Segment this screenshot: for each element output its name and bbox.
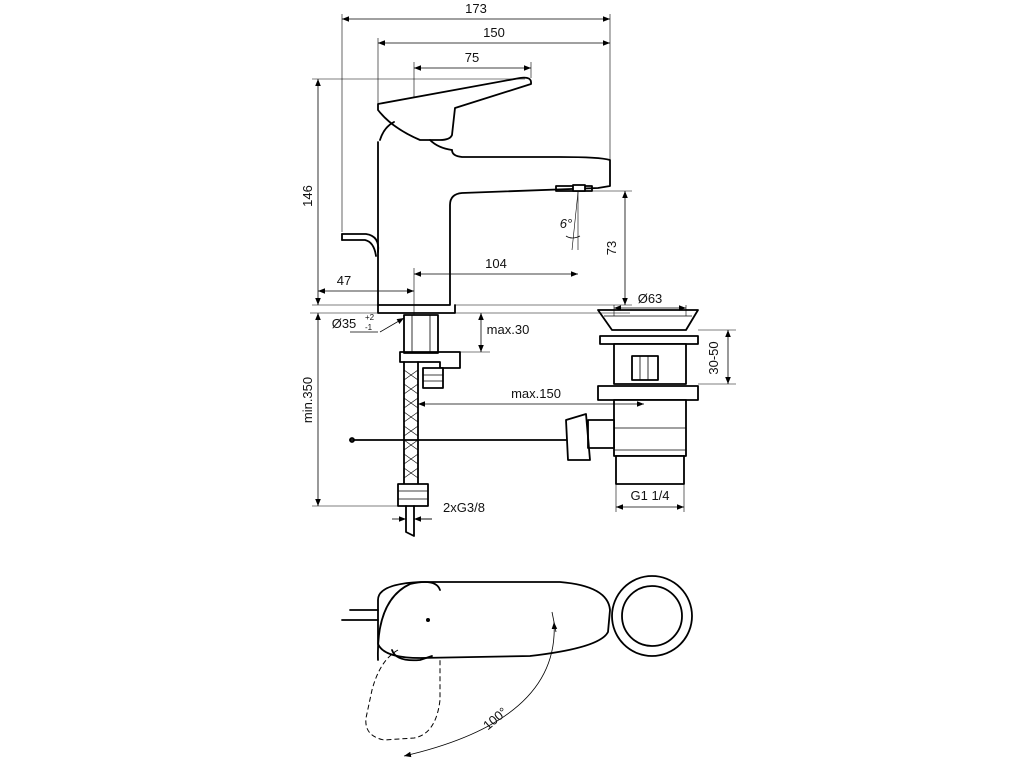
dim-30-50: 30-50 (706, 341, 721, 374)
dim-47: 47 (337, 273, 351, 288)
dim-g1-1-4: G1 1/4 (630, 488, 669, 503)
dim-75: 75 (465, 50, 479, 65)
dim-max-150: max.150 (511, 386, 561, 401)
dim-100-deg: 100° (480, 704, 510, 733)
dim-min-350: min.350 (300, 377, 315, 423)
supply-hoses (397, 314, 461, 537)
dim-104: 104 (485, 256, 507, 271)
dim-35-tol-minus: -1 (365, 323, 373, 332)
dim-max-30: max.30 (487, 322, 530, 337)
dim-diameter-63: Ø63 (638, 291, 663, 306)
dim-150: 150 (483, 25, 505, 40)
pop-up-waste (349, 305, 699, 485)
dim-2xg3-8: 2xG3/8 (443, 500, 485, 515)
dim-173: 173 (465, 1, 487, 16)
faucet-top-view (341, 575, 693, 758)
dim-6-deg: 6° (560, 216, 572, 231)
dimension-lines-lower (312, 305, 736, 522)
dim-73: 73 (604, 241, 619, 255)
dim-35-tol-plus: +2 (365, 313, 375, 322)
dim-diameter-35: Ø35 (332, 316, 357, 331)
dim-146: 146 (300, 185, 315, 207)
dimension-lines (310, 14, 632, 315)
faucet-side-view (341, 76, 611, 314)
